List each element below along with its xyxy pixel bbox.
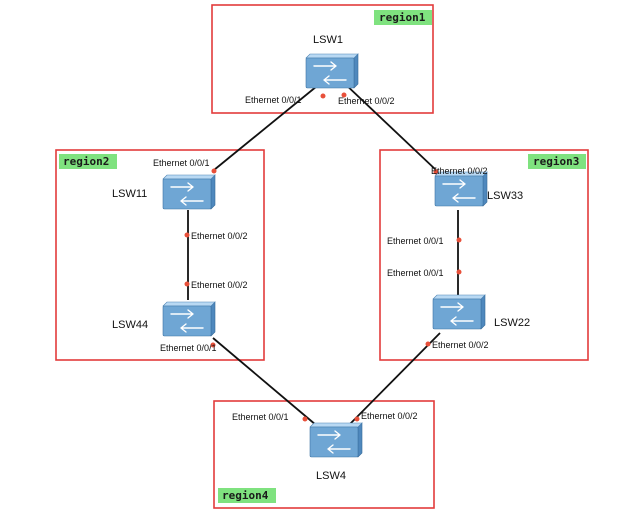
port-label-lsw33-p2: Ethernet 0/0/2: [431, 166, 488, 176]
port-label-lsw11-p2: Ethernet 0/0/2: [191, 231, 248, 241]
links: [187, 81, 459, 426]
port-label-lsw44-p2: Ethernet 0/0/2: [191, 280, 248, 290]
device-name-lsw44: LSW44: [112, 319, 148, 331]
port-label-lsw4-p1: Ethernet 0/0/1: [232, 412, 289, 422]
region1-box: [211, 4, 434, 114]
link-lsw1-lsw33: [342, 81, 437, 171]
port-label-lsw22-p1: Ethernet 0/0/1: [387, 268, 444, 278]
port-dot: [184, 281, 190, 287]
port-label-lsw44-p1: Ethernet 0/0/1: [160, 343, 217, 353]
port-dot: [456, 237, 462, 243]
switch-lsw44[interactable]: LSW44: [112, 301, 216, 337]
port-dot: [433, 169, 439, 175]
port-dot: [210, 342, 216, 348]
port-dot: [211, 168, 217, 174]
switch-icon: [305, 53, 359, 89]
port-dot: [341, 92, 347, 98]
port-dot: [354, 416, 360, 422]
port-dot: [302, 416, 308, 422]
port-label-lsw22-p2: Ethernet 0/0/2: [432, 340, 489, 350]
device-name-lsw22: LSW22: [494, 317, 530, 329]
device-name-lsw4: LSW4: [316, 470, 346, 482]
region3-box: [379, 149, 589, 361]
devices: LSW1 LSW11 LSW33 LSW44 LSW22 LSW4: [112, 34, 530, 482]
region3-label: region3: [533, 155, 579, 168]
region1-label: region1: [379, 11, 426, 24]
region4-label: region4: [222, 489, 269, 502]
port-label-lsw4-p2: Ethernet 0/0/2: [361, 411, 418, 421]
region4-box: [213, 400, 435, 509]
device-name-lsw11: LSW11: [112, 188, 147, 200]
region-tags: region1 region2 region3 region4: [59, 10, 586, 503]
switch-icon: [309, 422, 363, 458]
port-dot: [456, 269, 462, 275]
switch-lsw22[interactable]: LSW22: [432, 294, 530, 330]
port-label-lsw11-p1: Ethernet 0/0/1: [153, 158, 210, 168]
device-name-lsw1: LSW1: [313, 34, 343, 46]
switch-lsw4[interactable]: LSW4: [309, 422, 363, 482]
region2-label: region2: [63, 155, 109, 168]
switch-icon: [432, 294, 486, 330]
switch-icon: [162, 174, 216, 210]
region-boxes: [55, 4, 589, 509]
region2-box: [55, 149, 265, 361]
switch-lsw11[interactable]: LSW11: [112, 174, 216, 210]
link-lsw22-lsw4: [348, 332, 441, 426]
device-name-lsw33: LSW33: [487, 190, 523, 202]
port-labels: Ethernet 0/0/1 Ethernet 0/0/2 Ethernet 0…: [153, 95, 489, 422]
link-lsw44-lsw4: [212, 337, 317, 426]
link-lsw1-lsw11: [213, 81, 323, 171]
switch-lsw33[interactable]: LSW33: [434, 171, 523, 207]
port-dot: [184, 232, 190, 238]
switch-icon: [162, 301, 216, 337]
port-dot: [425, 341, 431, 347]
port-label-lsw33-p1: Ethernet 0/0/1: [387, 236, 444, 246]
switch-lsw1[interactable]: LSW1: [305, 34, 359, 89]
port-dot: [320, 93, 326, 99]
port-label-lsw1-p2: Ethernet 0/0/2: [338, 96, 395, 106]
port-dots: [184, 92, 462, 422]
port-label-lsw1-p1: Ethernet 0/0/1: [245, 95, 302, 105]
switch-icon: [434, 171, 488, 207]
